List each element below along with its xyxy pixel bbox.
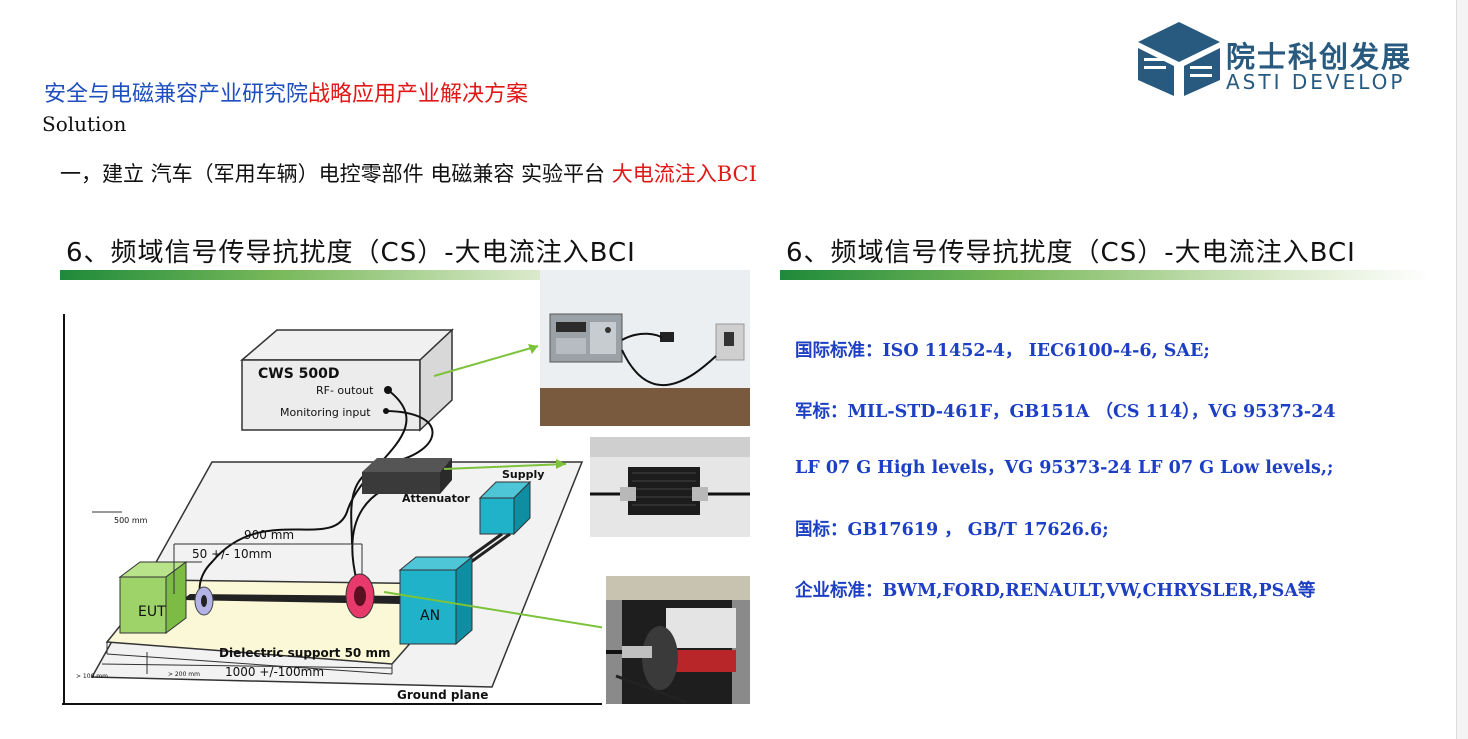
attenuator-photo (590, 437, 750, 537)
section-title-main: 一，建立 汽车（军用车辆）电控零部件 电磁兼容 实验平台 (60, 162, 612, 186)
standard-military-cont: LF 07 G High levels，VG 95373-24 LF 07 G … (795, 454, 1333, 479)
header-org-line: 安全与电磁兼容产业研究院战略应用产业解决方案 (44, 76, 528, 108)
standard-enterprise: 企业标准：BWM,FORD,RENAULT,VW,CHRYSLER,PSA等 (795, 577, 1315, 602)
monitoring-input-label: Monitoring input (280, 406, 371, 419)
injection-probe-photo (606, 576, 750, 704)
dim-200-label: > 200 mm (168, 671, 200, 678)
solution-label: Solution (42, 112, 126, 136)
attenuator-label: Attenuator (402, 492, 470, 505)
logo-name-en: ASTI DEVELOP (1226, 70, 1405, 94)
rf-output-label: RF- outout (316, 384, 374, 397)
standard-military: 军标：MIL-STD-461F，GB151A （CS 114），VG 95373… (795, 398, 1336, 423)
bci-setup-diagram: CWS 500D RF- outout Monitoring input Att… (62, 312, 602, 707)
supply-box (480, 498, 514, 534)
ground-plane-label: Ground plane (397, 688, 488, 702)
standard-national: 国标：GB17619 ， GB/T 17626.6; (795, 516, 1109, 541)
supply-label: Supply (502, 468, 544, 481)
org-name: 安全与电磁兼容产业研究院 (44, 82, 308, 107)
dielectric-label: Dielectric support 50 mm (219, 646, 390, 660)
an-label: AN (420, 608, 440, 624)
org-solution-title: 战略应用产业解决方案 (308, 82, 528, 107)
section-title-highlight: 大电流注入BCI (612, 162, 757, 186)
dim-900-label: 900 mm (244, 528, 294, 542)
dim-50-label: 50 +/- 10mm (192, 547, 272, 561)
attenuator-box (362, 472, 440, 494)
an-box (400, 570, 456, 644)
standard-international: 国际标准：ISO 11452-4， IEC6100-4-6, SAE; (795, 337, 1210, 362)
dim-500-label: 500 mm (114, 516, 148, 525)
dim-100-label: > 100 mm (76, 673, 108, 680)
right-edge-frame (1456, 0, 1468, 739)
dim-1000-label: 1000 +/-100mm (225, 665, 324, 679)
instrument-photo (540, 270, 750, 426)
right-panel-title: 6、频域信号传导抗扰度（CS）-大电流注入BCI (786, 232, 1356, 269)
right-title-bar (780, 270, 1430, 280)
left-panel-title: 6、频域信号传导抗扰度（CS）-大电流注入BCI (66, 232, 636, 269)
device-name-label: CWS 500D (258, 366, 340, 382)
section-title: 一，建立 汽车（军用车辆）电控零部件 电磁兼容 实验平台 大电流注入BCI (60, 158, 757, 188)
eut-label: EUT (138, 604, 166, 620)
